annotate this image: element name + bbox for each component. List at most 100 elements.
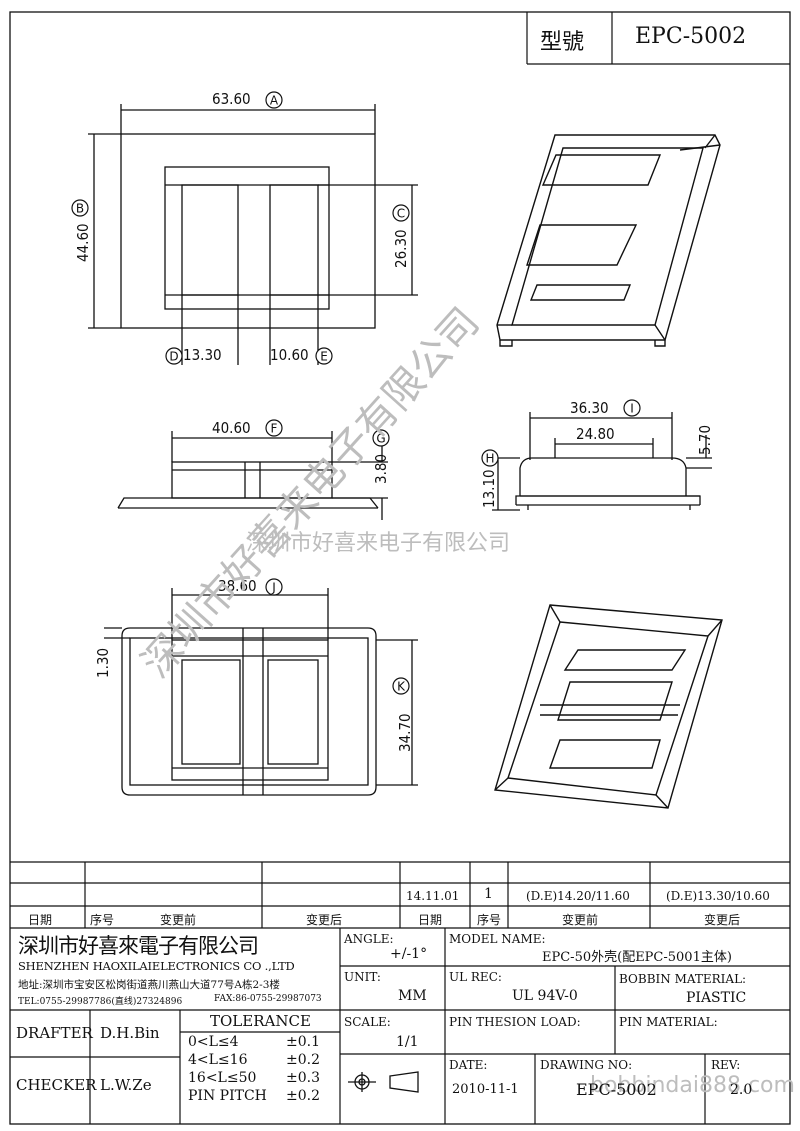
model-name-value: EPC-50外壳(配EPC-5001主体) xyxy=(542,950,732,965)
circle-marker-c xyxy=(392,204,410,222)
front-view xyxy=(117,431,388,520)
scale-label: SCALE: xyxy=(344,1015,391,1029)
dim-h-text: 13.10 xyxy=(480,469,498,508)
side-view xyxy=(492,412,712,511)
iso-view-bottom xyxy=(494,604,723,809)
revision-after: (D.E)13.30/10.60 xyxy=(666,889,770,903)
pin-tension-label: PIN THESION LOAD: xyxy=(449,1015,581,1029)
circle-letter-e: E xyxy=(320,350,328,364)
dim-side-height-text: 5.70 xyxy=(696,425,714,455)
tolerance-value: ±0.2 xyxy=(286,1052,320,1068)
dim-f-text: 40.60 xyxy=(212,419,251,437)
revision-before: (D.E)14.20/11.60 xyxy=(526,889,630,903)
title-block-grid xyxy=(10,12,790,1124)
circle-marker-f xyxy=(265,419,283,437)
dim-g-text: 3.80 xyxy=(372,454,390,484)
dim-j-text: 38.60 xyxy=(218,577,257,595)
header-after-1: 变更后 xyxy=(306,913,343,927)
circle-letter-c: C xyxy=(397,207,405,221)
header-date-2: 日期 xyxy=(418,913,443,927)
rev-label: REV: xyxy=(711,1058,741,1072)
company-name-cn: 深圳市好喜來電子有限公司 xyxy=(18,934,259,958)
watermark-site: bobbindai888.com xyxy=(590,1073,795,1098)
circle-letter-i: I xyxy=(630,402,634,416)
circle-marker-g xyxy=(372,429,390,447)
header-no-1: 序号 xyxy=(90,913,115,927)
company-address: 地址:深圳市宝安区松岗街道燕川燕山大道77号A栋2-3楼 xyxy=(18,979,280,991)
circle-marker-i xyxy=(623,399,641,417)
ul-rec-value: UL 94V-0 xyxy=(512,988,578,1004)
iso-view-top xyxy=(496,134,721,347)
dim-inner-width-text: 24.80 xyxy=(576,425,615,443)
drafter-value: D.H.Bin xyxy=(100,1024,160,1042)
tolerance-range: PIN PITCH xyxy=(188,1088,267,1104)
bottom-view xyxy=(104,588,418,796)
circle-letter-a: A xyxy=(270,94,279,108)
ul-rec-label: UL REC: xyxy=(449,970,502,984)
checker-label: CHECKER xyxy=(16,1076,97,1094)
dimension-markers: A B C D E F G H I J K xyxy=(71,91,641,695)
checker-value: L.W.Ze xyxy=(100,1076,152,1094)
pin-material-label: PIN MATERIAL: xyxy=(619,1015,718,1029)
dim-rim-text: 1.30 xyxy=(94,648,112,678)
dim-i-text: 36.30 xyxy=(570,399,609,417)
circle-marker-b xyxy=(71,199,89,217)
top-view xyxy=(88,104,418,365)
circle-marker-j xyxy=(265,578,283,596)
circle-marker-h xyxy=(481,449,499,467)
revision-date: 14.11.01 xyxy=(406,889,460,903)
circle-letter-b: B xyxy=(76,202,84,216)
drafter-label: DRAFTER xyxy=(16,1024,93,1042)
circle-letter-f: F xyxy=(271,422,278,436)
circle-marker-k xyxy=(392,677,410,695)
unit-value: MM xyxy=(398,988,427,1004)
tolerance-value: ±0.3 xyxy=(286,1070,320,1086)
company-fax: FAX:86-0755-29987073 xyxy=(214,994,322,1004)
dim-b-text: 44.60 xyxy=(74,223,92,262)
page-frame xyxy=(9,11,791,1125)
date-value: 2010-11-1 xyxy=(452,1082,519,1097)
header-no-2: 序号 xyxy=(477,913,502,927)
angle-value: +/-1° xyxy=(390,946,428,962)
circle-letter-k: K xyxy=(397,680,406,694)
model-label: 型號 xyxy=(540,30,585,55)
dim-a-text: 63.60 xyxy=(212,90,251,108)
circle-marker-d xyxy=(165,347,183,365)
dim-c-text: 26.30 xyxy=(392,229,410,268)
drawing-no-value: EPC-5002 xyxy=(576,1080,657,1099)
tolerance-value: ±0.1 xyxy=(286,1034,320,1050)
bobbin-material-label: BOBBIN MATERIAL: xyxy=(619,972,747,986)
circle-marker-a xyxy=(265,91,283,109)
watermark-horizontal: 深圳市好喜来电子有限公司 xyxy=(246,531,510,556)
tolerance-range: 16<L≤50 xyxy=(188,1070,257,1086)
drawing-no-label: DRAWING NO: xyxy=(540,1058,633,1072)
header-after-2: 变更后 xyxy=(704,913,741,927)
header-before-1: 变更前 xyxy=(160,913,197,927)
dim-e-text: 10.60 xyxy=(270,346,309,364)
model-value: EPC-5002 xyxy=(635,24,747,49)
scale-value: 1/1 xyxy=(396,1034,419,1050)
circle-letter-j: J xyxy=(271,581,276,595)
tolerance-label: TOLERANCE xyxy=(210,1012,311,1030)
model-name-label: MODEL NAME: xyxy=(449,932,546,946)
rev-value: 2.0 xyxy=(730,1082,753,1098)
projection-symbol-icon xyxy=(348,1071,419,1093)
tolerance-value: ±0.2 xyxy=(286,1088,320,1104)
angle-label: ANGLE: xyxy=(344,932,394,946)
bobbin-material-value: PIASTIC xyxy=(686,990,747,1006)
revision-number: 1 xyxy=(484,886,493,902)
company-name-en: SHENZHEN HAOXILAIELECTRONICS CO .,LTD xyxy=(18,959,295,973)
circle-letter-d: D xyxy=(169,350,178,364)
header-date-1: 日期 xyxy=(28,913,53,927)
unit-label: UNIT: xyxy=(344,970,381,984)
tolerance-range: 4<L≤16 xyxy=(188,1052,248,1068)
circle-letter-h: H xyxy=(485,452,494,466)
tolerance-range: 0<L≤4 xyxy=(188,1034,239,1050)
dim-k-text: 34.70 xyxy=(396,713,414,752)
circle-marker-e xyxy=(315,347,333,365)
company-tel: TEL:0755-29987786(直线)27324896 xyxy=(18,997,183,1007)
dim-d-text: 13.30 xyxy=(183,346,222,364)
date-label: DATE: xyxy=(449,1058,488,1072)
circle-letter-g: G xyxy=(376,432,385,446)
